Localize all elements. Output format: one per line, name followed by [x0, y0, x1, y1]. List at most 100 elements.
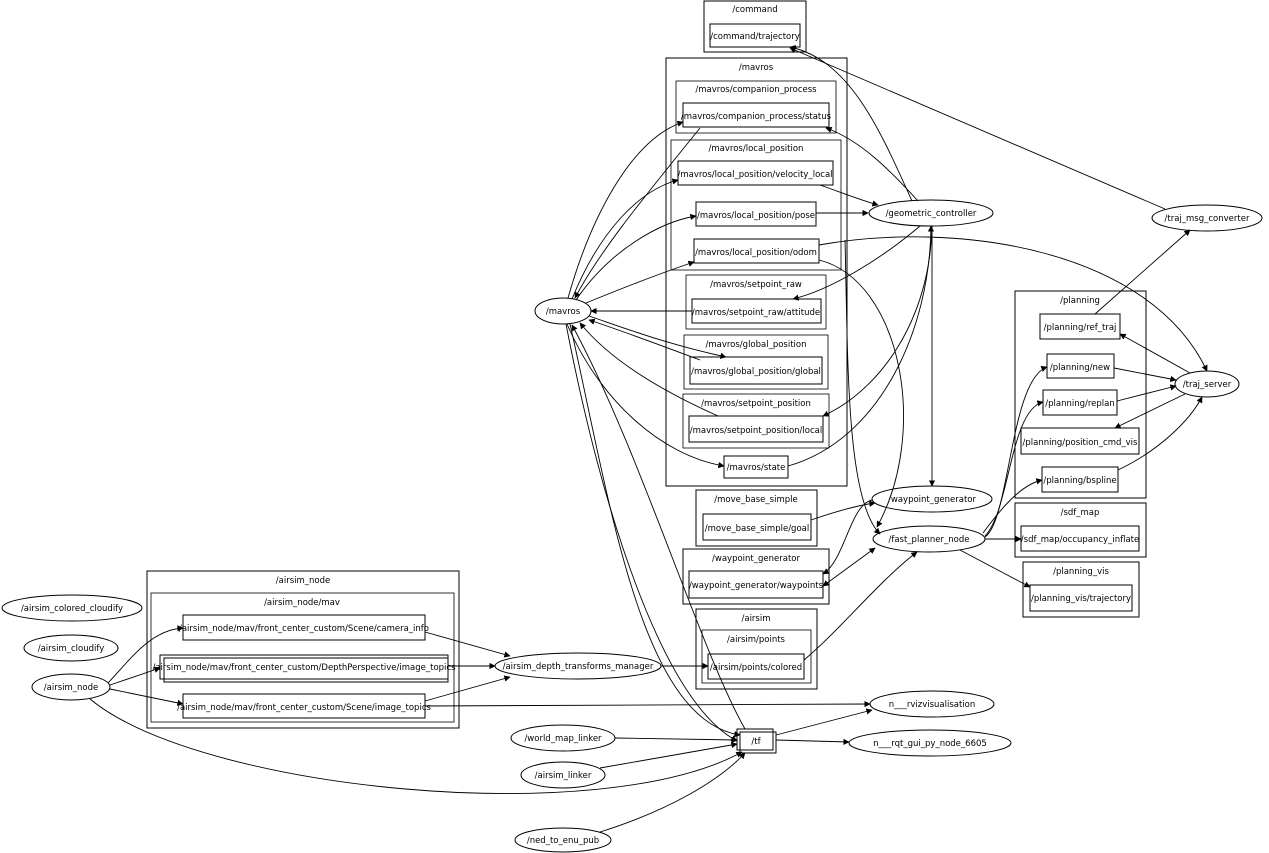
- edge-mavros-companion: [567, 120, 684, 299]
- topic-planning-position-cmd-vis[interactable]: /planning/position_cmd_vis: [1020, 427, 1140, 455]
- edge-mavros-odom: [585, 260, 695, 304]
- topic-waypoint-generator-waypoints[interactable]: /waypoint_generator/waypoints: [688, 570, 824, 599]
- ns-airsim-node-mav: /airsim_node/mav: [150, 592, 455, 723]
- svg-text:/planning_vis/trajectory: /planning_vis/trajectory: [1031, 594, 1131, 604]
- topic-local-pose[interactable]: /mavros/local_position/pose: [695, 201, 817, 227]
- node-rqt-gui[interactable]: n___rqt_gui_py_node_6605: [848, 729, 1012, 757]
- svg-text:/command/trajectory: /command/trajectory: [710, 32, 800, 42]
- topic-depth-image-topics[interactable]: /airsim_node/mav/front_center_custom/Dep…: [152, 654, 456, 683]
- svg-text:/waypoint_generator: /waypoint_generator: [888, 495, 976, 505]
- node-rvizvisualisation[interactable]: n___rvizvisualisation: [869, 690, 995, 718]
- edges: [89, 45, 1208, 833]
- ns-airsim-points: /airsim/points: [701, 629, 812, 684]
- topic-planning-new[interactable]: /planning/new: [1046, 353, 1115, 379]
- node-airsim-linker[interactable]: /airsim_linker: [520, 761, 606, 789]
- edge-airsimnode-scene: [109, 688, 184, 706]
- topic-sdf-map-occupancy-inflate[interactable]: /sdf_map/occupancy_inflate: [1020, 525, 1140, 552]
- topic-local-odom[interactable]: /mavros/local_position/odom: [693, 238, 820, 264]
- node-world-map-linker[interactable]: /world_map_linker: [510, 724, 616, 752]
- svg-text:/airsim_cloudify: /airsim_cloudify: [38, 644, 105, 654]
- svg-text:/mavros/companion_process/stat: /mavros/companion_process/status: [681, 112, 832, 122]
- topic-command-trajectory[interactable]: /command/trajectory: [709, 23, 801, 48]
- topic-mavros-state[interactable]: /mavros/state: [723, 455, 789, 479]
- edge-goal-waypointgen: [810, 500, 876, 521]
- edge-replan-trajserver: [1116, 384, 1177, 402]
- edge-scene-depthmgr: [424, 675, 511, 702]
- node-airsim-colored-cloudify[interactable]: /airsim_colored_cloudify: [1, 594, 143, 622]
- edge-mavros-state: [566, 323, 725, 469]
- topic-planning-vis-trajectory[interactable]: /planning_vis/trajectory: [1029, 584, 1133, 612]
- svg-text:/geometric_controller: /geometric_controller: [886, 209, 977, 219]
- svg-text:/sdf_map: /sdf_map: [1061, 508, 1100, 518]
- node-traj-server[interactable]: /traj_server: [1174, 370, 1240, 398]
- svg-text:/airsim_node/mav: /airsim_node/mav: [264, 598, 340, 608]
- topic-setpoint-position-local[interactable]: /mavros/setpoint_position/local: [688, 415, 824, 443]
- edge-geo-setpointlocal: [822, 225, 933, 417]
- edge-tf-rqt: [775, 738, 850, 745]
- node-mavros[interactable]: /mavros: [534, 297, 592, 325]
- edge-airsimlinker-tf: [599, 741, 738, 769]
- svg-text:/mavros/setpoint_raw/attitude: /mavros/setpoint_raw/attitude: [692, 308, 820, 318]
- edge-mavros-global: [588, 315, 727, 359]
- svg-text:/mavros/global_position: /mavros/global_position: [705, 340, 806, 350]
- ns-sdf-map: /sdf_map: [1014, 502, 1147, 558]
- svg-text:/mavros/local_position: /mavros/local_position: [709, 144, 804, 154]
- edge-mavros-velocity: [571, 178, 679, 300]
- node-geometric-controller[interactable]: /geometric_controller: [868, 199, 994, 227]
- edge-caminfo-depthmgr: [424, 631, 511, 658]
- edge-trajserver-poscmdvis: [1114, 393, 1186, 429]
- node-airsim-cloudify[interactable]: /airsim_cloudify: [23, 634, 119, 662]
- topic-setpoint-raw-attitude[interactable]: /mavros/setpoint_raw/attitude: [691, 298, 822, 324]
- svg-text:/move_base_simple/goal: /move_base_simple/goal: [705, 524, 809, 534]
- node-ned-to-enu-pub[interactable]: /ned_to_enu_pub: [514, 827, 612, 853]
- svg-text:/mavros/state: /mavros/state: [727, 463, 786, 473]
- node-traj-msg-converter[interactable]: /traj_msg_converter: [1151, 204, 1263, 232]
- svg-text:/airsim_node/mav/front_center_: /airsim_node/mav/front_center_custom/Dep…: [152, 663, 456, 673]
- svg-text:/planning: /planning: [1060, 296, 1100, 306]
- topic-velocity-local[interactable]: /mavros/local_position/velocity_local: [677, 160, 834, 186]
- topic-companion-process-status[interactable]: /mavros/companion_process/status: [681, 102, 832, 128]
- topic-tf[interactable]: /tf: [736, 728, 777, 754]
- edge-tf-rviz: [775, 708, 873, 736]
- topic-planning-bspline[interactable]: /planning/bspline: [1041, 466, 1119, 493]
- svg-text:/waypoint_generator/waypoints: /waypoint_generator/waypoints: [689, 581, 824, 591]
- svg-text:/tf: /tf: [751, 737, 761, 747]
- edge-odom-fastplanner: [818, 259, 904, 528]
- edge-mavros-pose: [575, 213, 697, 301]
- edge-airsimnode-tf: [89, 698, 743, 794]
- svg-text:/mavros: /mavros: [546, 307, 581, 317]
- svg-text:/ned_to_enu_pub: /ned_to_enu_pub: [527, 836, 599, 846]
- edge-reftraj-converter: [1094, 229, 1191, 315]
- svg-text:/airsim: /airsim: [742, 614, 771, 624]
- node-airsim-depth-transforms-manager[interactable]: /airsim_depth_transforms_manager: [494, 652, 662, 680]
- topic-global-position-global[interactable]: /mavros/global_position/global: [689, 356, 823, 385]
- edge-tf-mavros: [571, 324, 746, 730]
- svg-text:/airsim_node: /airsim_node: [276, 576, 330, 586]
- node-fast-planner-node[interactable]: /fast_planner_node: [872, 525, 986, 553]
- svg-text:/airsim/points/colored: /airsim/points/colored: [710, 663, 802, 673]
- svg-text:/mavros/local_position/pose: /mavros/local_position/pose: [697, 211, 815, 221]
- ns-command-label: /command: [732, 5, 777, 15]
- edge-trajserver-reftraj: [1119, 333, 1191, 374]
- ns-mavros-label: /mavros: [739, 63, 774, 73]
- svg-text:n___rqt_gui_py_node_6605: n___rqt_gui_py_node_6605: [873, 739, 987, 749]
- edge-scene-rviz: [424, 700, 871, 708]
- edge-nedenu-tf: [599, 752, 746, 833]
- topic-planning-replan[interactable]: /planning/replan: [1042, 389, 1118, 416]
- node-airsim-node[interactable]: /airsim_node: [31, 673, 111, 701]
- edge-mavros-tf-1: [565, 323, 738, 742]
- topic-planning-ref-traj[interactable]: /planning/ref_traj: [1039, 313, 1121, 340]
- topic-camera-info[interactable]: /airsim_node/mav/front_center_custom/Sce…: [179, 614, 429, 641]
- svg-text:n___rvizvisualisation: n___rvizvisualisation: [889, 700, 976, 710]
- edge-waypointgen-waypoints: [822, 499, 873, 575]
- svg-text:/planning/ref_traj: /planning/ref_traj: [1044, 323, 1117, 333]
- topic-move-base-simple-goal[interactable]: /move_base_simple/goal: [702, 513, 812, 541]
- ns-planning-vis: /planning_vis: [1022, 561, 1140, 618]
- topic-airsim-points-colored[interactable]: /airsim/points/colored: [707, 653, 805, 680]
- edge-state-geo: [787, 225, 935, 467]
- edge-bspline-trajserver: [1117, 396, 1203, 471]
- svg-text:/mavros/setpoint_position/loca: /mavros/setpoint_position/local: [690, 426, 822, 436]
- edge-fast-bspline: [982, 478, 1043, 534]
- topic-scene-image-topics[interactable]: /airsim_node/mav/front_center_custom/Sce…: [177, 693, 431, 719]
